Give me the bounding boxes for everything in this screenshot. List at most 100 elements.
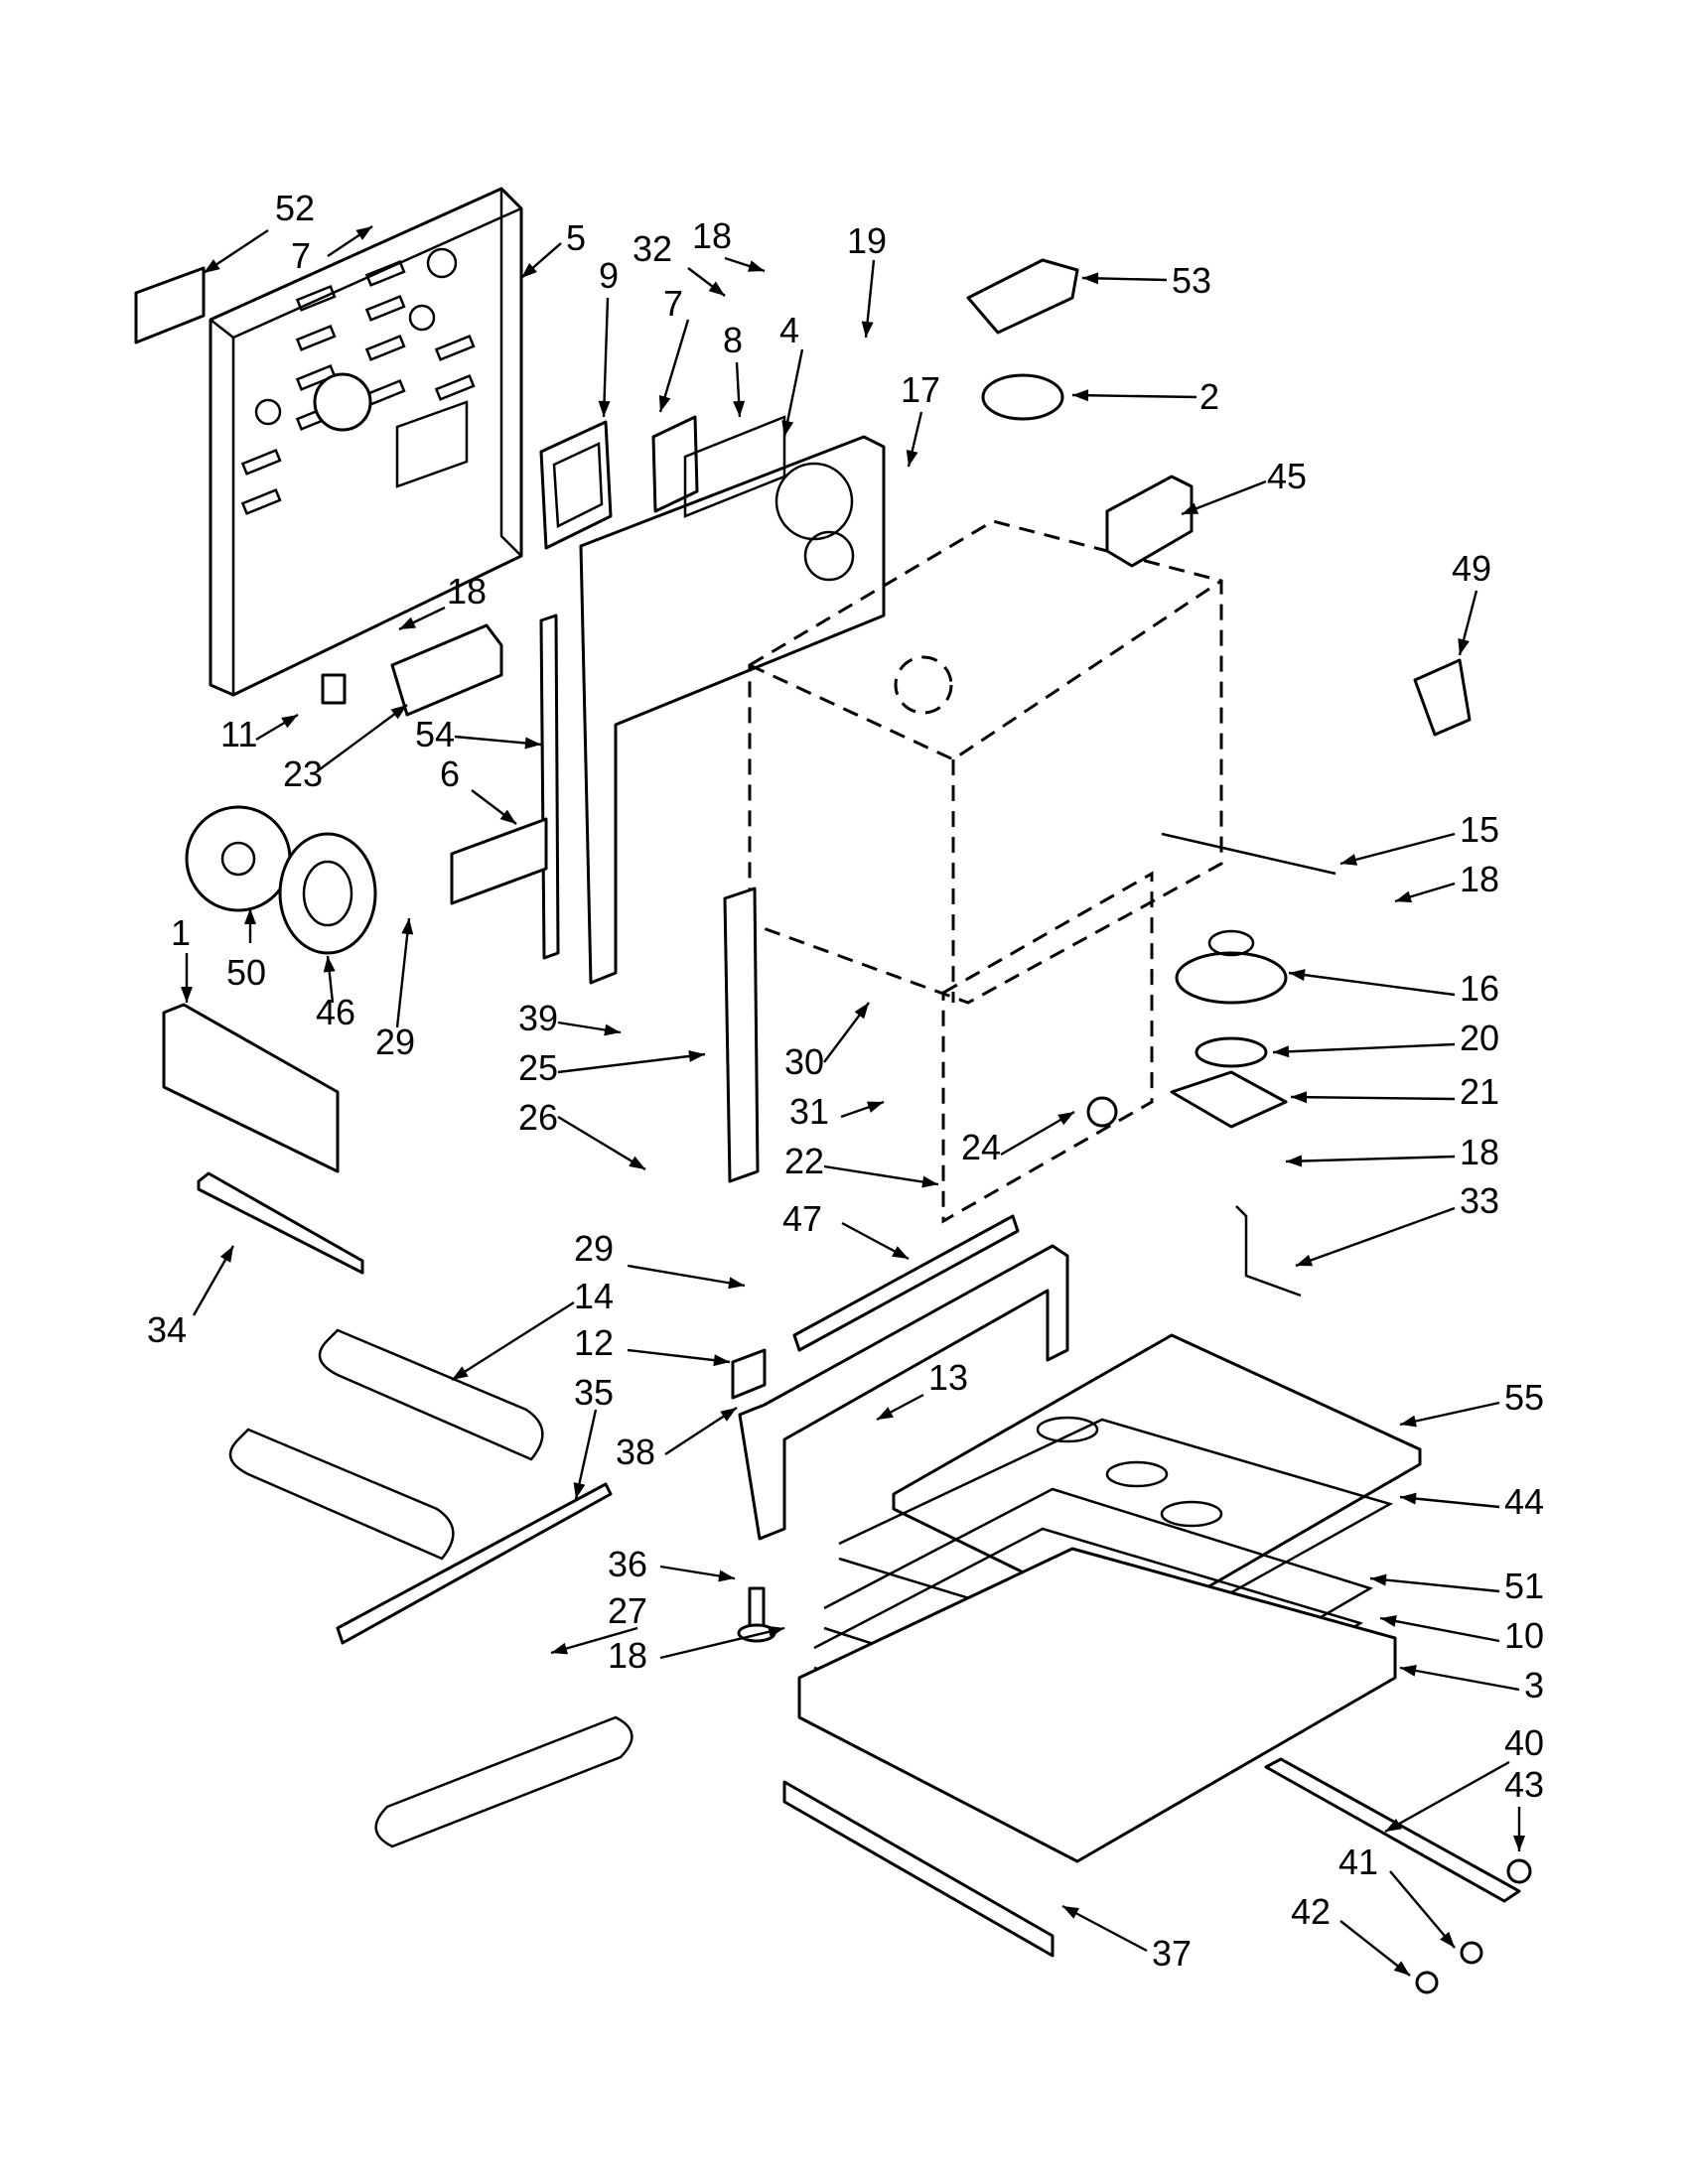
leader-line [1369, 1576, 1500, 1593]
part-49-bracket [1413, 658, 1472, 737]
leader-line [1379, 1616, 1500, 1643]
leader-line [1071, 393, 1197, 399]
leader-line [627, 1348, 731, 1364]
part-27-broil-element [374, 1715, 633, 1848]
leader-arrowhead [604, 1024, 621, 1036]
callout-44: 44 [1504, 1481, 1544, 1522]
part-1-panel [162, 1003, 340, 1173]
callout-7: 7 [291, 235, 311, 276]
leader-line [395, 917, 411, 1028]
leader-arrowhead [1400, 1492, 1417, 1505]
part-41-42-43-fasteners [1415, 1858, 1532, 1994]
callout-leaders [181, 225, 1525, 1977]
callout-13: 13 [928, 1357, 968, 1398]
callout-17: 17 [901, 369, 940, 410]
leader-arrowhead [658, 394, 671, 412]
callout-2: 2 [1199, 376, 1219, 417]
callout-49: 49 [1452, 548, 1491, 589]
leader-line [1290, 1095, 1456, 1101]
leader-line [1399, 1401, 1500, 1427]
leader-arrowhead [399, 616, 417, 629]
leader-line [1288, 971, 1456, 997]
leader-arrowhead [1385, 1818, 1402, 1832]
leader-line [659, 1626, 785, 1660]
callout-23: 23 [283, 753, 323, 794]
leader-arrowhead [854, 1003, 869, 1020]
leader-line [1399, 1495, 1500, 1509]
part-53-cover [966, 258, 1079, 335]
leader-arrowhead [1380, 1615, 1397, 1627]
leader-line [1399, 1666, 1520, 1692]
part-36-leveling-leg [737, 1586, 776, 1643]
part-6-bracket [450, 817, 548, 905]
leader-arrowhead [866, 1101, 884, 1113]
leader-arrowhead [1057, 1112, 1074, 1126]
leader-arrowhead [573, 1482, 586, 1499]
part-15-rod [1161, 832, 1336, 876]
callout-31: 31 [789, 1091, 829, 1132]
part-34-strip [197, 1171, 364, 1275]
callout-22: 22 [784, 1141, 824, 1181]
callout-18: 18 [608, 1635, 647, 1676]
callout-14: 14 [574, 1276, 614, 1316]
leader-arrowhead [1296, 1254, 1314, 1267]
part-25-channel [723, 887, 760, 1183]
leader-line [1272, 1042, 1456, 1054]
leader-arrowhead [244, 908, 256, 924]
leader-arrowhead [1370, 1573, 1387, 1586]
callout-19: 19 [847, 220, 887, 261]
part-45-bracket [1105, 475, 1194, 568]
leader-line [1339, 832, 1456, 866]
parts-artwork [134, 187, 1532, 1994]
part-14-bake-element [228, 1328, 544, 1561]
leader-arrowhead [1513, 1836, 1525, 1851]
callout-46: 46 [316, 992, 355, 1032]
callout-4: 4 [779, 310, 799, 350]
callout-16: 16 [1460, 968, 1499, 1009]
part-16-20-21-lamp-assembly [1170, 929, 1288, 1129]
leader-arrowhead [452, 1366, 469, 1380]
leader-arrowhead [181, 987, 193, 1003]
callout-40: 40 [1504, 1722, 1544, 1763]
leader-arrowhead [1289, 969, 1306, 982]
part-46-fan-cover [278, 832, 377, 955]
leader-arrowhead [499, 809, 516, 824]
callout-39: 39 [518, 998, 558, 1038]
callout-55: 55 [1504, 1377, 1544, 1418]
part-2-thermostat [981, 373, 1064, 421]
leader-arrowhead [1062, 1906, 1079, 1919]
leader-arrowhead [733, 400, 746, 417]
callout-26: 26 [518, 1097, 558, 1138]
leader-arrowhead [1395, 890, 1413, 903]
callout-6: 6 [440, 753, 460, 794]
leader-arrowhead [688, 1049, 705, 1062]
leader-arrowhead [1393, 1961, 1410, 1976]
part-11-fan-motor [313, 372, 372, 705]
callout-30: 30 [784, 1041, 824, 1082]
leader-arrowhead [1458, 638, 1470, 655]
leader-arrowhead [629, 1156, 645, 1169]
callout-53: 53 [1172, 260, 1211, 301]
callout-34: 34 [147, 1309, 187, 1350]
leader-line [658, 319, 690, 413]
callout-18: 18 [447, 571, 487, 612]
callout-29: 29 [375, 1022, 415, 1062]
leader-arrowhead [524, 737, 541, 750]
callout-50: 50 [226, 952, 266, 993]
callout-18: 18 [692, 215, 732, 256]
part-24-lamp-bulb [1086, 1096, 1118, 1128]
leader-line [1384, 1760, 1510, 1834]
callout-54: 54 [415, 714, 455, 754]
leader-arrowhead [323, 956, 336, 973]
part-12-bracket [731, 1348, 767, 1400]
leader-arrowhead [921, 1175, 938, 1188]
part-8-small-bracket [651, 415, 699, 513]
callout-27: 27 [608, 1590, 647, 1631]
callout-29: 29 [574, 1228, 614, 1269]
part-50-convection-fan [185, 805, 292, 912]
callout-35: 35 [574, 1372, 614, 1413]
callout-41: 41 [1338, 1842, 1378, 1882]
part-3-bottom-panel [797, 1547, 1397, 1863]
leader-arrowhead [1182, 502, 1199, 514]
